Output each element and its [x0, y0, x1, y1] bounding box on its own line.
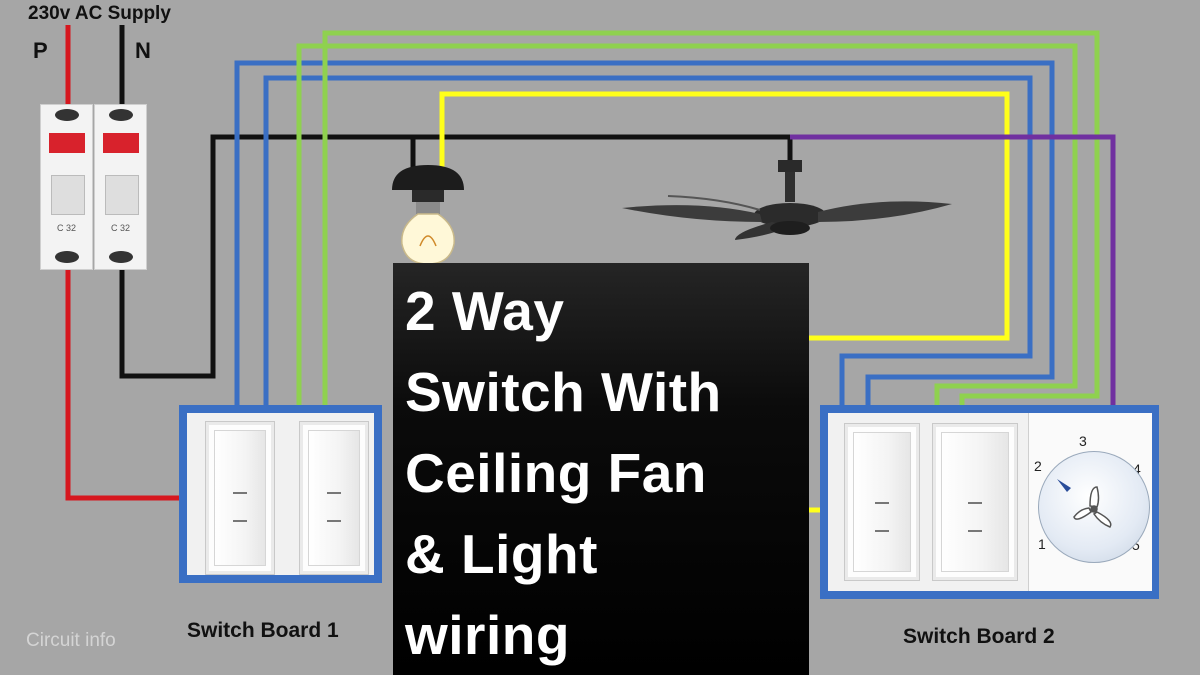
ceiling-fan-icon — [622, 160, 952, 240]
title-panel: 2 Way Switch With Ceiling Fan & Light wi… — [393, 263, 809, 675]
blue-wire-inner — [263, 75, 1033, 410]
mcb-breaker-icon: C 32 C 32 — [40, 104, 148, 270]
blue-wire-outer — [234, 60, 1055, 410]
purple-wire — [790, 134, 1116, 410]
green-wire-inner — [296, 43, 1078, 410]
page-title: 2 Way Switch With Ceiling Fan & Light wi… — [405, 280, 722, 666]
phase-label: P — [33, 38, 48, 63]
neutral-label: N — [135, 38, 151, 63]
switch-board-1 — [179, 405, 382, 583]
neutral-wire-run — [119, 134, 793, 379]
board1-switch-1[interactable] — [205, 421, 275, 575]
regulator-position-2: 2 — [1034, 458, 1042, 474]
switch-board-2: 3 2 4 1 5 — [820, 405, 1159, 599]
regulator-position-4: 4 — [1133, 461, 1141, 477]
switch-board-1-label: Switch Board 1 — [187, 619, 339, 642]
regulator-position-1: 1 — [1038, 536, 1046, 552]
fan-regulator-icon[interactable]: 3 2 4 1 5 — [1028, 413, 1152, 591]
board1-switch-2[interactable] — [299, 421, 369, 575]
light-bulb-icon — [392, 165, 464, 265]
mcb-rating: C 32 — [110, 223, 130, 233]
phase-wire-to-board1 — [65, 268, 182, 501]
mcb-rating: C 32 — [56, 223, 76, 233]
board2-switch-2[interactable] — [932, 423, 1018, 581]
regulator-position-3: 3 — [1079, 433, 1087, 449]
mcb-pole-neutral: C 32 — [94, 104, 147, 270]
green-wire-outer — [322, 30, 1100, 410]
watermark: Circuit info — [26, 630, 116, 651]
regulator-dial[interactable] — [1038, 451, 1150, 563]
mcb-pole-phase: C 32 — [40, 104, 93, 270]
yellow-wire — [439, 91, 1010, 341]
supply-label: 230v AC Supply — [28, 3, 171, 24]
board2-switch-1[interactable] — [844, 423, 920, 581]
switch-board-2-label: Switch Board 2 — [903, 625, 1055, 648]
